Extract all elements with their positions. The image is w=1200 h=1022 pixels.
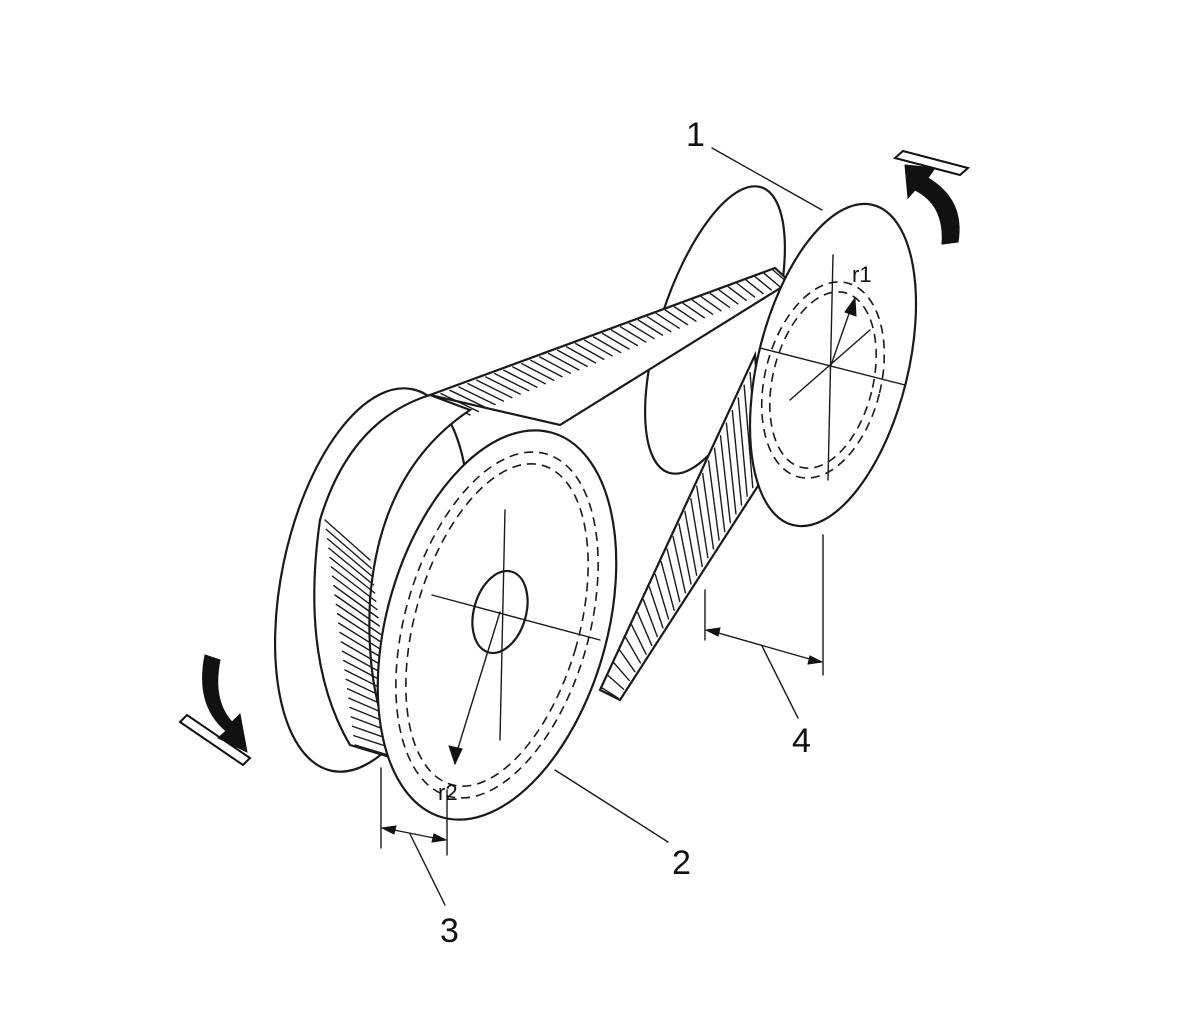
left-pulley-front-face: r2 [376,429,618,821]
belt-tooth [610,329,639,347]
belt-tooth [763,272,781,288]
belt-tooth [538,356,572,375]
belt-tooth [333,584,379,619]
belt-tooth [440,392,480,413]
belt-tooth [731,409,743,506]
belt-tooth [336,613,383,644]
belt-tooth [691,299,714,315]
belt-tooth [660,561,675,612]
belt-tooth [673,306,697,322]
belt-tooth [646,316,672,333]
belt-tooth [666,548,681,603]
belt-tooth [628,322,655,340]
belt-tooth [458,386,496,406]
belt-tooth [737,397,748,498]
belt-tooth [476,379,513,399]
belt-tooth [718,289,739,305]
belt-tooth [335,603,382,635]
belt-tooth [329,556,376,594]
curved-arrow-icon [892,149,971,245]
belt-tooth [678,523,692,585]
radius-r1-label: r1 [852,262,872,287]
belt-tooth [700,296,722,312]
belt-tooth [494,372,530,392]
belt-tooth [467,382,505,402]
belt-tooth [624,636,642,664]
belt-tooth [672,535,687,594]
belt-tooth [648,586,664,629]
dimension-4: 4 [704,534,824,760]
label-4: 4 [792,722,811,760]
belt-tooth [521,362,555,381]
belt-tooth [630,624,647,655]
belt-tooth [530,359,563,378]
belt-tooth [325,528,372,569]
belt-tooth [690,498,703,568]
belt-tooth [727,286,747,302]
belt-tooth [601,332,630,350]
belt-tooth [654,573,670,620]
belt-tooth [613,662,630,682]
belt-tooth [636,611,653,647]
belt-tooth [713,447,726,533]
belt-tooth [485,376,521,395]
belt-tooth [565,346,597,364]
belt-tooth [574,342,605,361]
label-3: 3 [440,912,459,950]
belt-tooth [745,279,764,295]
belt-tooth [664,309,689,326]
belt-tooth [338,622,384,652]
label-1: 1 [686,116,705,154]
belt-tooth [607,674,625,690]
belt-tooth [547,352,580,371]
belt-tooth [339,631,385,660]
belt-tooth [725,422,737,515]
label-2: 2 [672,844,691,882]
belt-tooth [503,369,538,388]
belt-tooth [736,282,756,298]
belt-tooth [619,649,636,673]
belt-tooth [684,510,698,576]
belt-tooth [324,519,371,561]
dimension-3: 3 [380,767,459,950]
curved-arrow-icon [178,654,252,767]
belt-tooth [512,366,547,385]
belt-tooth [655,312,680,329]
belt-tooth [743,384,754,489]
belt-tooth [328,547,375,586]
belt-tooth [334,594,381,627]
belt-tooth [449,389,488,409]
leader-2: 2 [554,769,691,882]
belt-tooth [696,485,709,559]
belt-tooth [592,336,622,354]
belt-tooth [619,326,647,343]
belt-tooth [601,687,619,699]
radius-r2-label: r2 [438,780,458,805]
belt-tooth [556,349,588,368]
belt-tooth [707,460,720,541]
belt-tooth [637,319,664,336]
belt-tooth [719,434,732,524]
belt-tooth [709,292,731,309]
belt-tooth [583,339,613,357]
belt-tooth [642,598,659,638]
belt-tooth [331,575,378,611]
belt-tooth [326,538,374,578]
belt-tooth [682,302,706,319]
belt-tooth [330,566,377,602]
belt-tooth [701,472,715,550]
right-pulley-front-face: r1 [748,202,918,528]
belt-tooth [754,275,772,291]
leader-1: 1 [686,116,823,211]
